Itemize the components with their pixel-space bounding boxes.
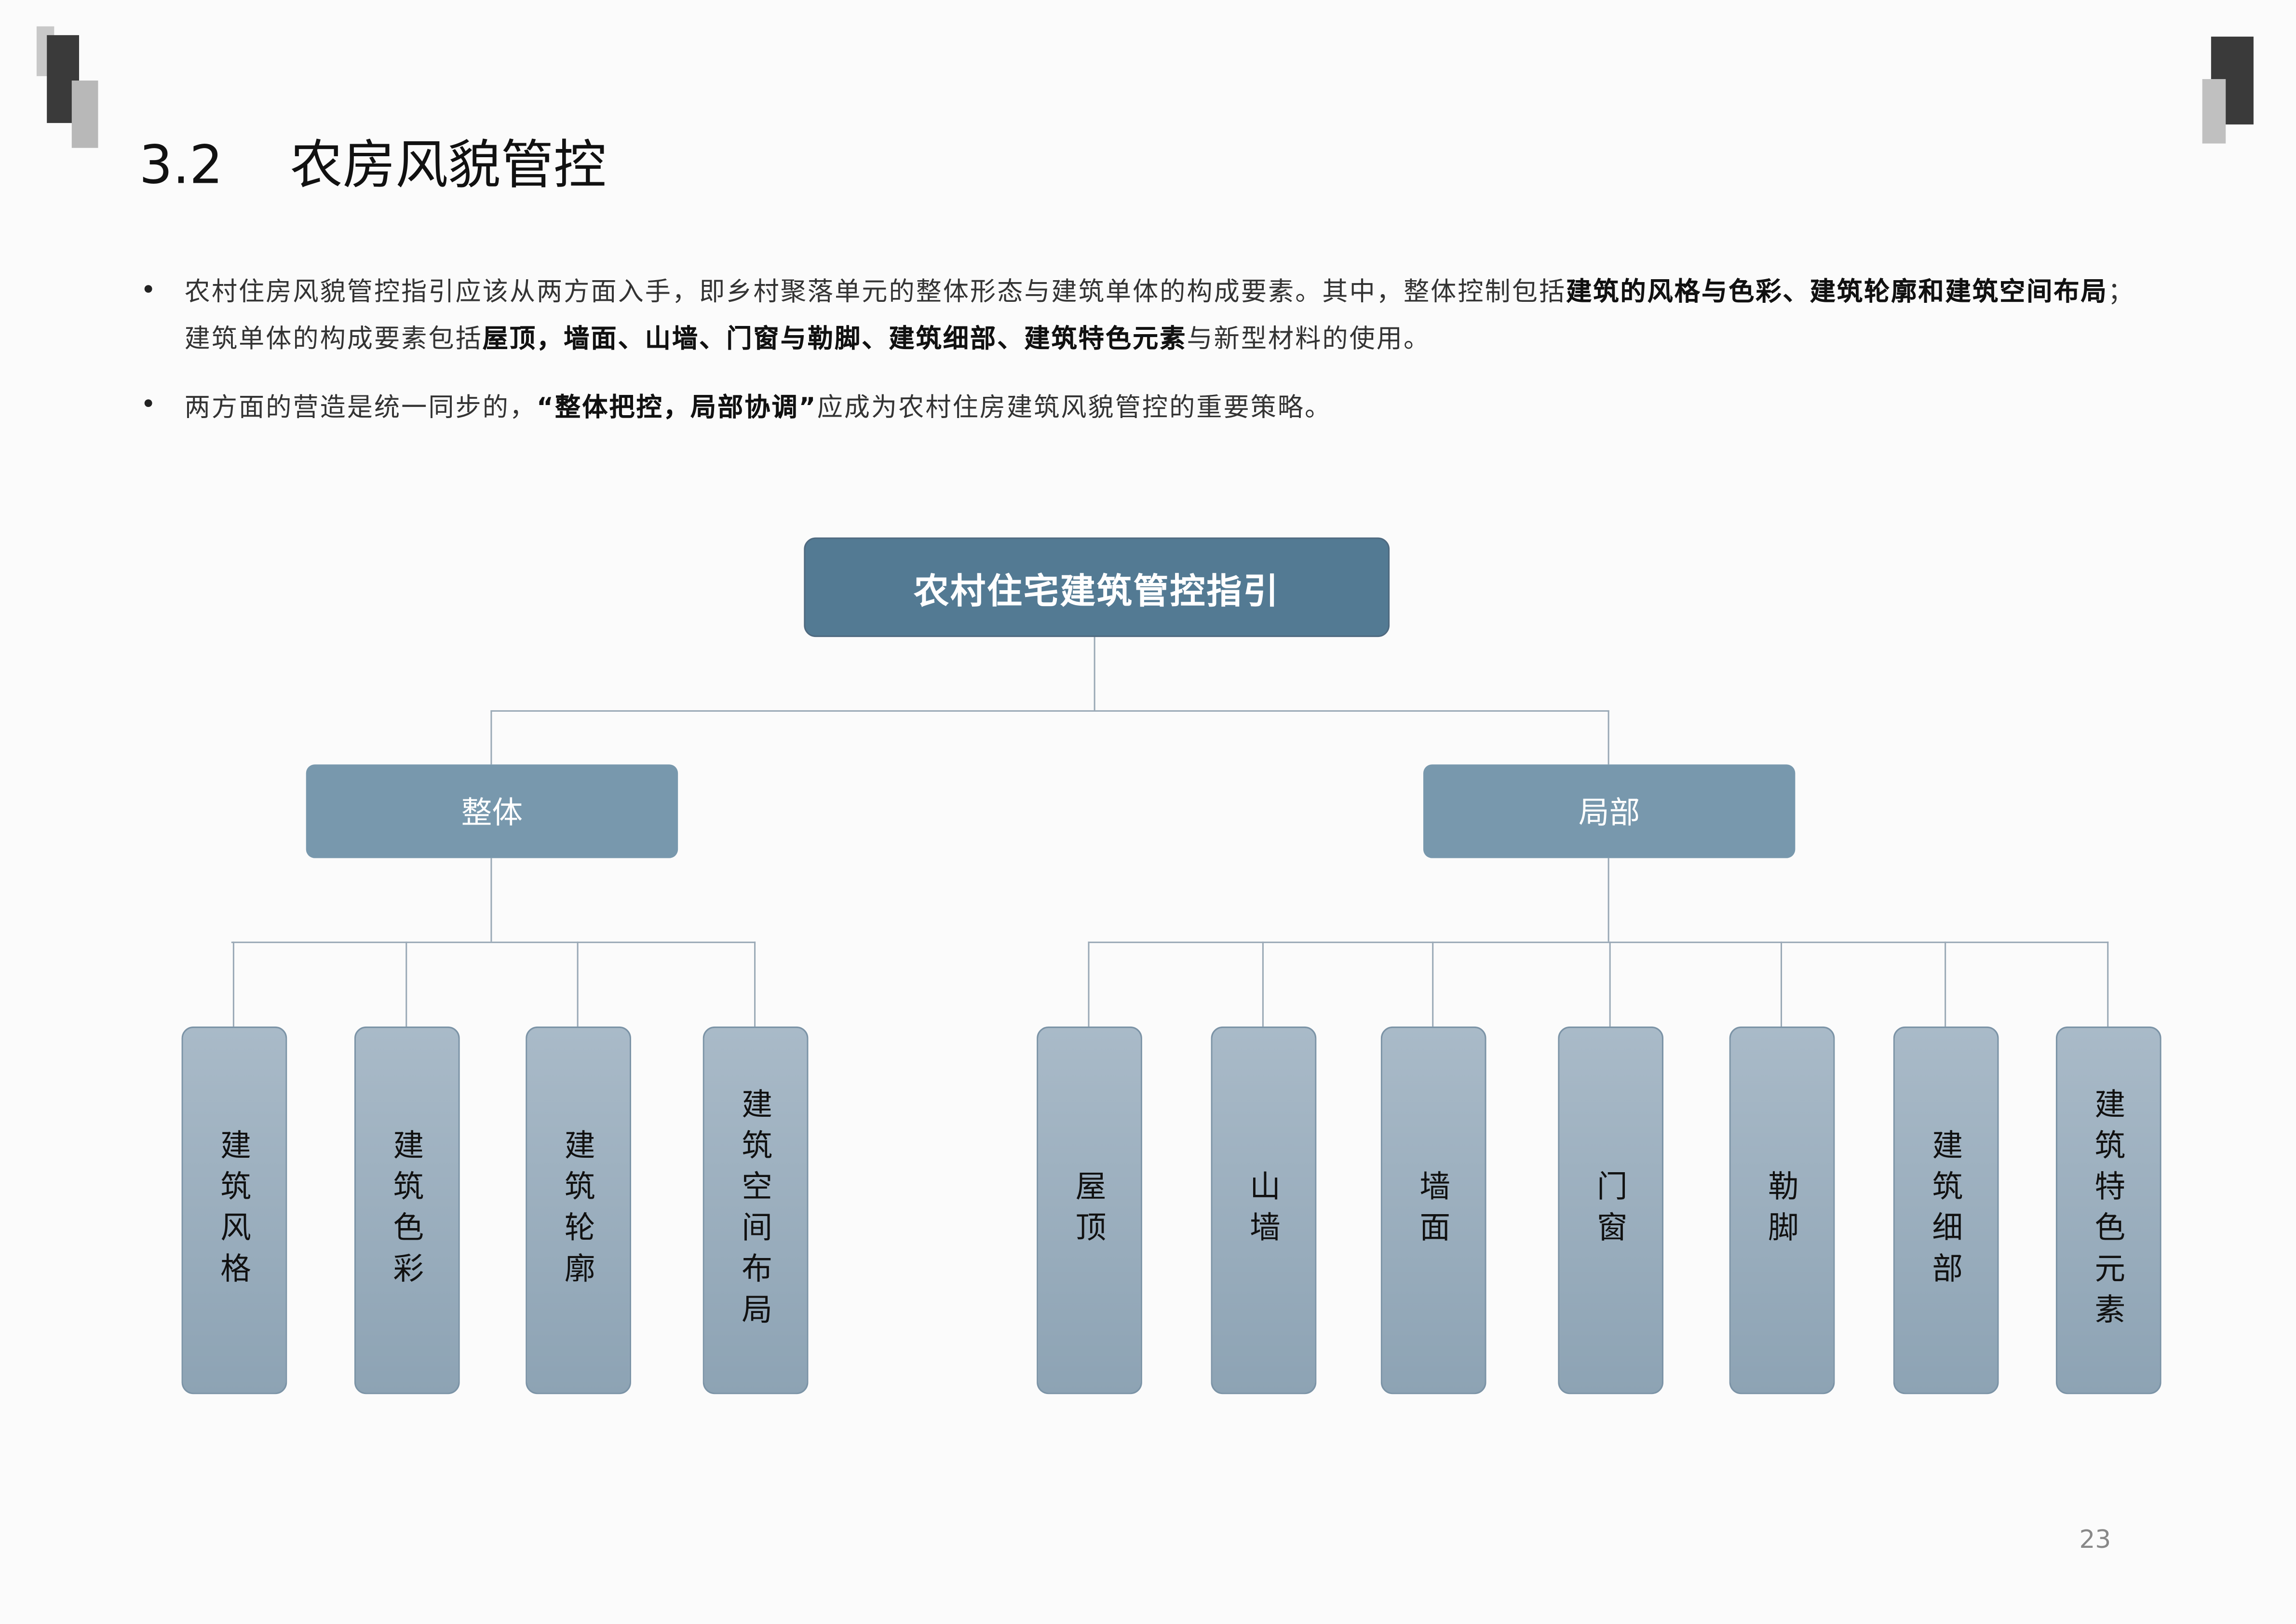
bullet-symbol: • (140, 389, 156, 420)
leaf-node: 门窗 (1558, 1026, 1664, 1394)
connector (1945, 941, 1946, 1027)
connector (1607, 710, 1609, 765)
connector (577, 941, 579, 1027)
emphasis-text: 屋顶，墙面、山墙、门窗与勒脚、建筑细部、建筑特色元素 (482, 325, 1187, 354)
branch-node-local: 局部 (1423, 764, 1796, 858)
connector (1780, 941, 1783, 1027)
page-number: 23 (2079, 1526, 2111, 1556)
connector (490, 710, 492, 765)
page-title: 3.2 农房风貌管控 (139, 136, 607, 196)
leaf-node: 山墙 (1211, 1026, 1317, 1394)
body-text: 应成为农村住房建筑风貌管控的重要策略。 (817, 393, 1332, 423)
connector (1088, 941, 2109, 943)
connector (1262, 941, 1264, 1027)
branch-node-overall: 整体 (306, 764, 678, 858)
leaf-node: 建筑色彩 (354, 1026, 460, 1394)
connector (1094, 636, 1095, 710)
connector (1607, 858, 1609, 942)
connector (2107, 941, 2109, 1027)
emphasis-text: 建筑的风格与色彩、建筑轮廓和建筑空间布局 (1566, 278, 2108, 308)
connector (405, 941, 407, 1027)
connector (1088, 941, 1090, 1027)
leaf-node: 墙面 (1380, 1026, 1486, 1394)
leaf-node: 建筑轮廓 (526, 1026, 631, 1394)
leaf-node: 建筑特色元素 (2055, 1026, 2161, 1394)
connector (754, 941, 756, 1027)
connector (231, 941, 756, 943)
bullet-paragraph: 农村住房风貌管控指引应该从两方面入手，即乡村聚落单元的整体形态与建筑单体的构成要… (185, 270, 2147, 363)
body-text: ；建筑单体的构成要素包括 (184, 278, 2135, 354)
connector (490, 858, 492, 942)
leaf-node: 建筑风格 (181, 1026, 287, 1394)
body-text: 与新型材料的使用。 (1187, 325, 1431, 354)
body-text: 两方面的营造是统一同步的， (184, 393, 537, 423)
emphasis-text: “整体把控，局部协调” (537, 393, 817, 423)
leaf-node: 屋顶 (1037, 1026, 1142, 1394)
body-text: 农村住房风貌管控指引应该从两方面入手，即乡村聚落单元的整体形态与建筑单体的构成要… (184, 278, 1567, 308)
connector (1609, 941, 1611, 1027)
bullet-symbol: • (140, 275, 156, 306)
connector (232, 941, 234, 1027)
root-node: 农村住宅建筑管控指引 (804, 537, 1390, 637)
connector (490, 710, 1609, 712)
connector (1432, 941, 1434, 1027)
leaf-node: 建筑细部 (1893, 1026, 1999, 1394)
leaf-node: 勒脚 (1729, 1026, 1835, 1394)
bullet-paragraph: 两方面的营造是统一同步的，“整体把控，局部协调”应成为农村住房建筑风貌管控的重要… (185, 385, 2147, 432)
leaf-node: 建筑空间布局 (702, 1026, 809, 1394)
